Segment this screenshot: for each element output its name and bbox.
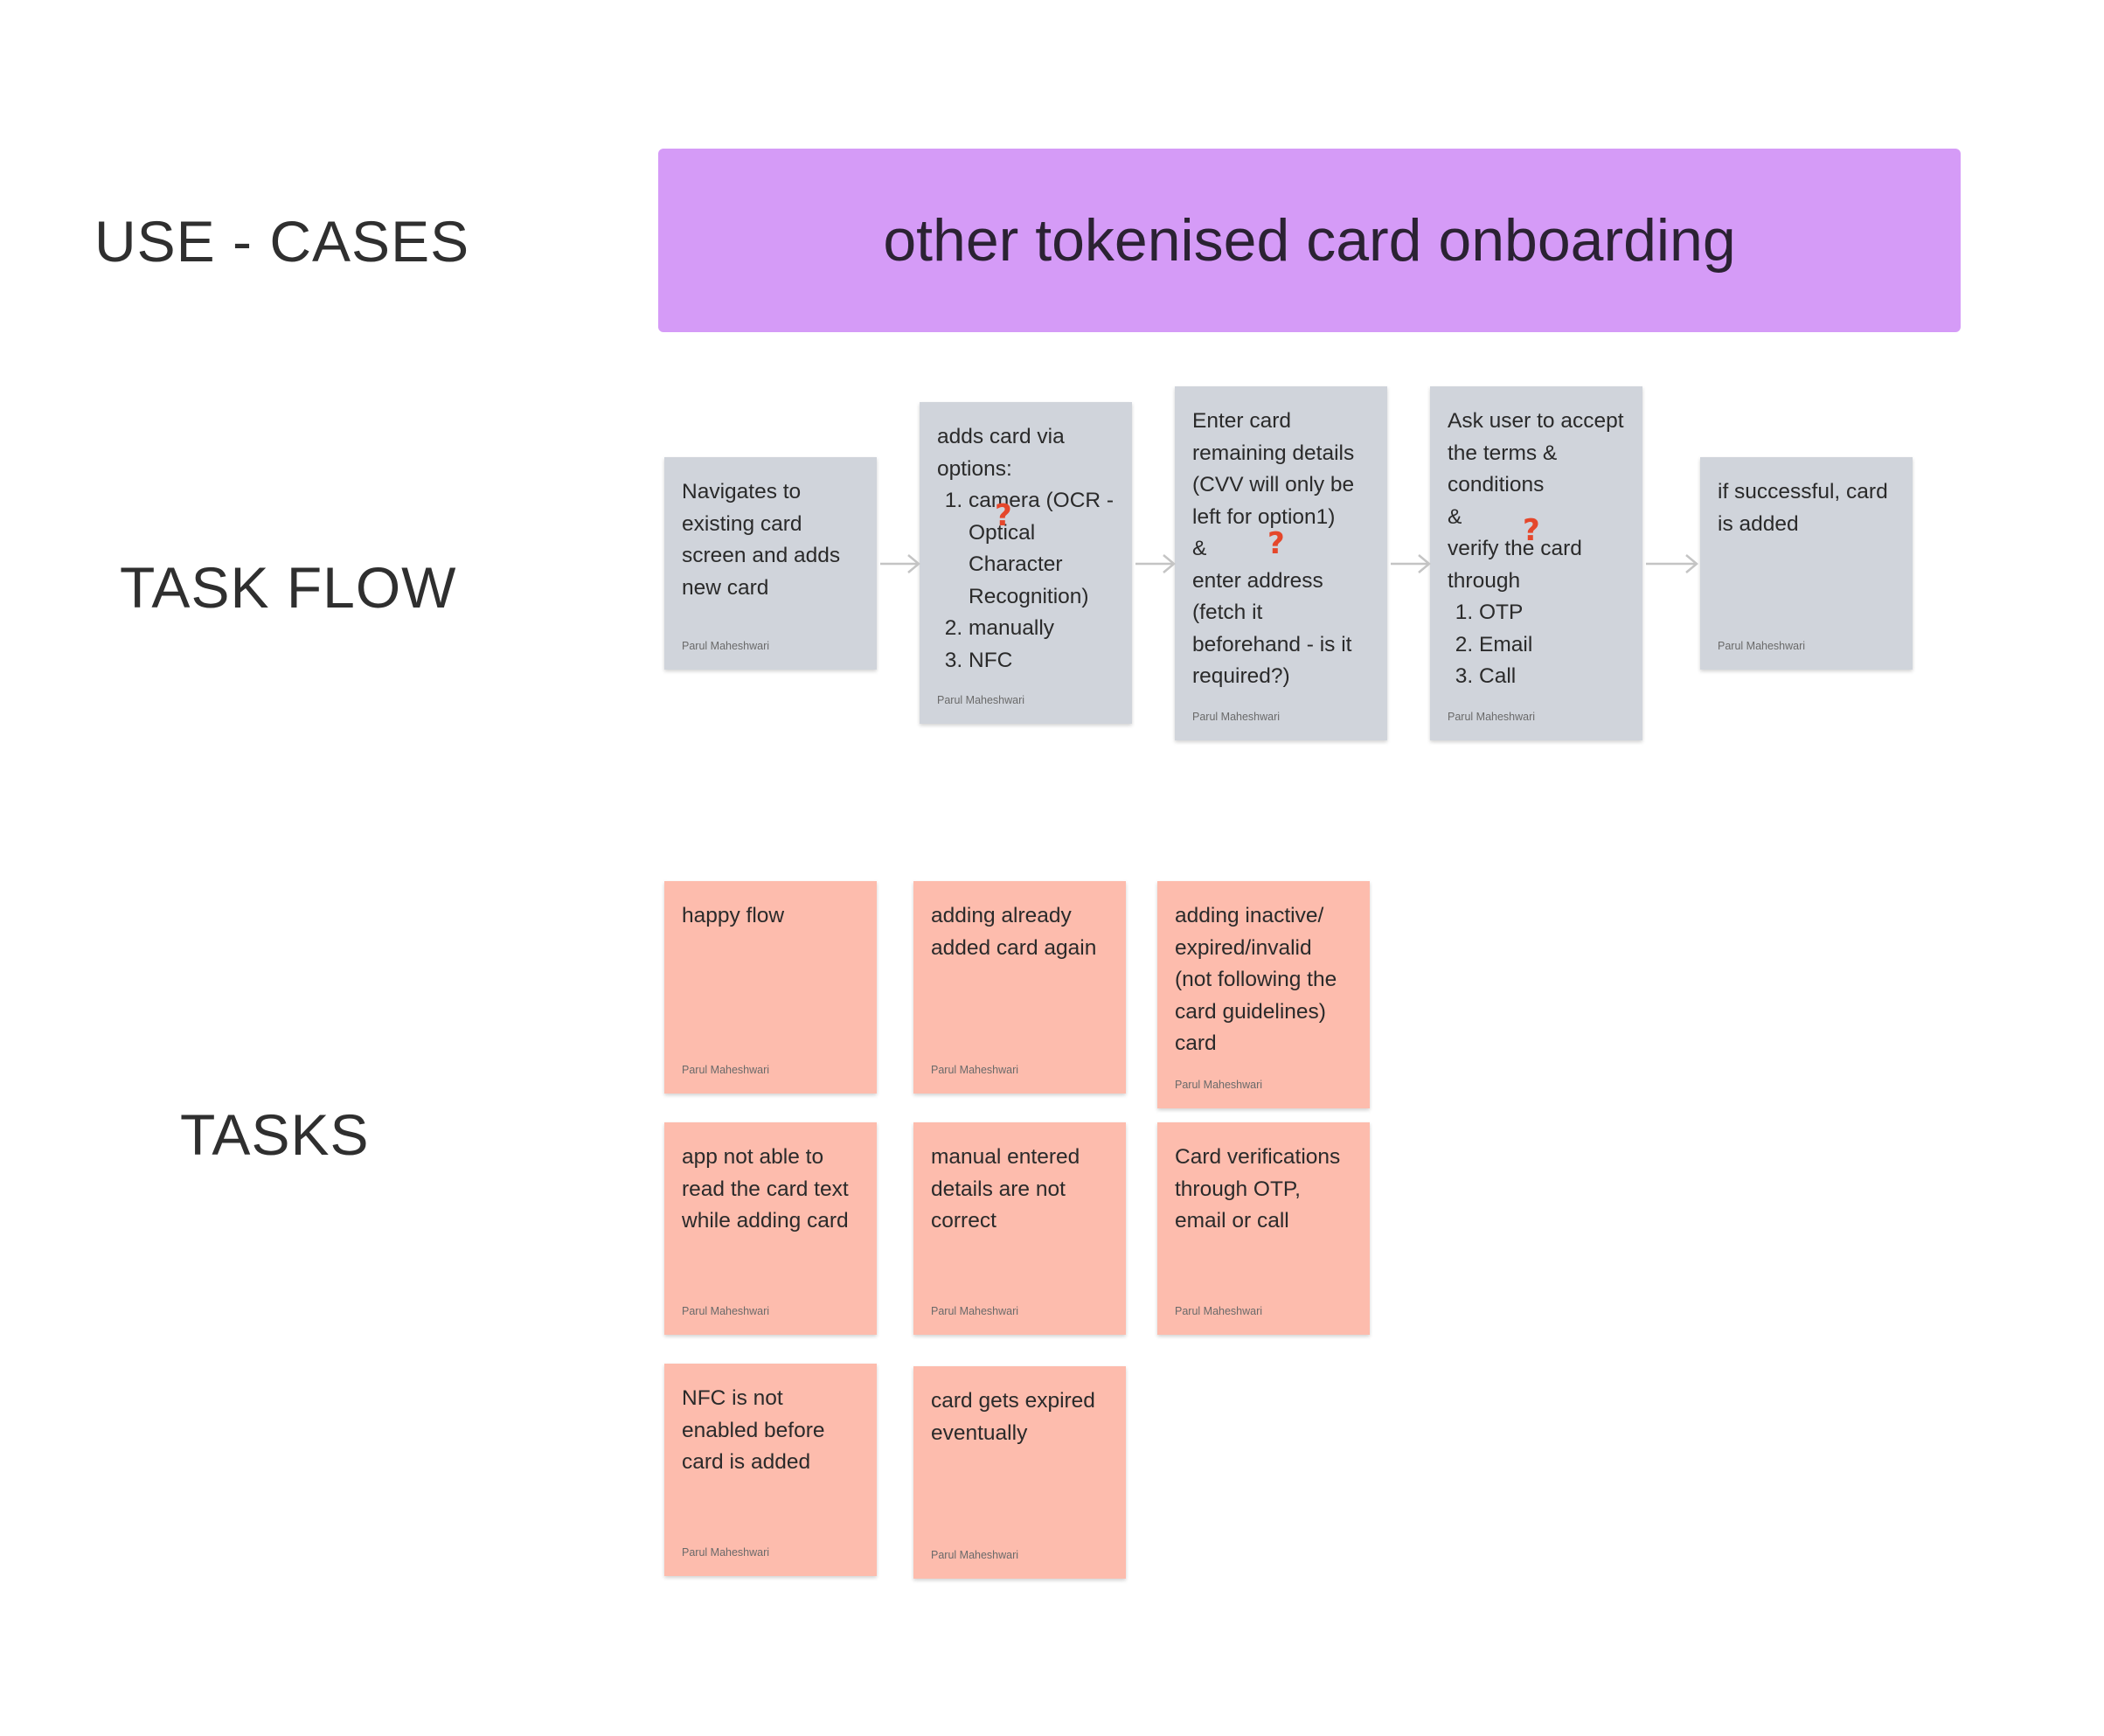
task-card-text: Card verifications through OTP, email or… xyxy=(1175,1145,1341,1233)
card-author: Parul Maheshwari xyxy=(1192,711,1281,723)
question-mark-icon[interactable]: ? xyxy=(1267,526,1285,561)
card-author: Parul Maheshwari xyxy=(1175,1079,1263,1091)
flow-card-text: Enter card remaining details (CVV will o… xyxy=(1192,406,1370,693)
verification-item: Call xyxy=(1479,661,1625,693)
card-author: Parul Maheshwari xyxy=(1448,711,1536,723)
card-author: Parul Maheshwari xyxy=(1718,640,1806,652)
flow-card-text: Navigates to existing card screen and ad… xyxy=(682,480,841,600)
card-author: Parul Maheshwari xyxy=(682,1305,770,1317)
flow-arrow-icon xyxy=(1646,554,1698,573)
flow-card-add-options[interactable]: adds card via options: camera (OCR - Opt… xyxy=(920,402,1132,724)
option-item: manually xyxy=(969,613,1114,645)
flow-card-success[interactable]: if successful, card is added Parul Mahes… xyxy=(1700,457,1913,670)
flow-arrow-icon xyxy=(1135,554,1176,573)
task-card[interactable]: NFC is not enabled before card is added … xyxy=(664,1364,877,1576)
task-flow-label: TASK FLOW xyxy=(120,555,457,620)
card-author: Parul Maheshwari xyxy=(931,1305,1019,1317)
flow-card-enter-details[interactable]: Enter card remaining details (CVV will o… xyxy=(1175,386,1387,740)
card-author: Parul Maheshwari xyxy=(937,694,1025,706)
question-mark-icon[interactable]: ? xyxy=(1523,513,1540,548)
option-item: NFC xyxy=(969,645,1114,677)
flow-card-line: Enter card remaining details (CVV will o… xyxy=(1192,409,1355,529)
task-card[interactable]: card gets expired eventually Parul Mahes… xyxy=(913,1366,1126,1579)
flow-card-navigate[interactable]: Navigates to existing card screen and ad… xyxy=(664,457,877,670)
option-list: camera (OCR - Optical Character Recognit… xyxy=(937,485,1114,677)
task-card-text: adding inactive/ expired/invalid (not fo… xyxy=(1175,904,1337,1055)
flow-card-intro: Ask user to accept the terms & condition… xyxy=(1448,409,1624,496)
task-card-text: card gets expired eventually xyxy=(931,1389,1095,1445)
card-author: Parul Maheshwari xyxy=(682,1064,770,1076)
task-card-text: app not able to read the card text while… xyxy=(682,1145,849,1233)
flow-card-line: & xyxy=(1192,537,1207,560)
card-author: Parul Maheshwari xyxy=(682,1546,770,1559)
task-card-text: NFC is not enabled before card is added xyxy=(682,1386,825,1474)
flow-card-intro: adds card via options: xyxy=(937,425,1065,481)
flow-card-line: enter address (fetch it beforehand - is … xyxy=(1192,568,1352,689)
task-card[interactable]: Card verifications through OTP, email or… xyxy=(1157,1122,1370,1335)
task-card-text: manual entered details are not correct xyxy=(931,1145,1080,1233)
tasks-label: TASKS xyxy=(180,1102,370,1167)
option-item: camera (OCR - Optical Character Recognit… xyxy=(969,485,1114,613)
task-card[interactable]: happy flow Parul Maheshwari xyxy=(664,881,877,1094)
verification-item: OTP xyxy=(1479,597,1625,629)
card-author: Parul Maheshwari xyxy=(682,640,770,652)
task-card[interactable]: adding inactive/ expired/invalid (not fo… xyxy=(1157,881,1370,1108)
task-card[interactable]: adding already added card again Parul Ma… xyxy=(913,881,1126,1094)
task-card-text: adding already added card again xyxy=(931,904,1097,960)
flow-card-line: verify the card through xyxy=(1448,537,1582,593)
task-card-text: happy flow xyxy=(682,904,785,927)
flow-card-text: Ask user to accept the terms & condition… xyxy=(1448,406,1625,693)
use-cases-label: USE - CASES xyxy=(94,209,470,274)
use-case-banner[interactable]: other tokenised card onboarding xyxy=(658,149,1961,332)
verification-item: Email xyxy=(1479,629,1625,662)
card-author: Parul Maheshwari xyxy=(1175,1305,1263,1317)
verification-list: OTP Email Call xyxy=(1448,597,1625,693)
flow-card-text: adds card via options: camera (OCR - Opt… xyxy=(937,421,1114,677)
flow-card-verify[interactable]: Ask user to accept the terms & condition… xyxy=(1430,386,1642,740)
use-case-title: other tokenised card onboarding xyxy=(883,207,1736,274)
flow-card-line: & xyxy=(1448,504,1462,529)
card-author: Parul Maheshwari xyxy=(931,1064,1019,1076)
flow-arrow-icon xyxy=(880,554,920,573)
flow-card-text: if successful, card is added xyxy=(1718,480,1888,536)
question-mark-icon[interactable]: ? xyxy=(995,498,1012,533)
card-author: Parul Maheshwari xyxy=(931,1549,1019,1561)
task-card[interactable]: app not able to read the card text while… xyxy=(664,1122,877,1335)
flow-arrow-icon xyxy=(1391,554,1431,573)
task-card[interactable]: manual entered details are not correct P… xyxy=(913,1122,1126,1335)
